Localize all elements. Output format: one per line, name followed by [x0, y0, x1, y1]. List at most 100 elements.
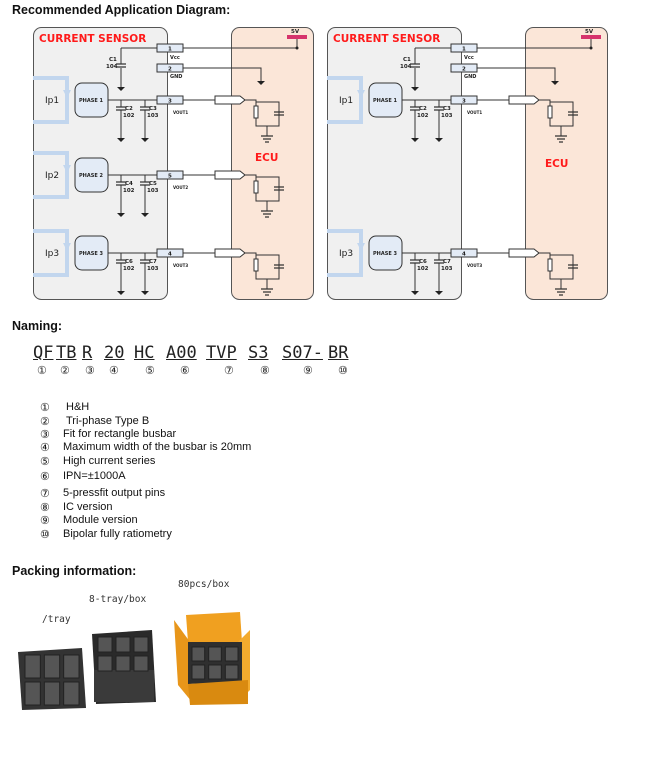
tray-cell [133, 655, 149, 672]
pin-number: 1 [168, 47, 172, 53]
ground-icon [141, 291, 149, 295]
capacitor-icon [116, 63, 126, 68]
current-path-arrow [327, 76, 363, 124]
capacitor-icon [116, 106, 126, 111]
tray-cell [24, 654, 41, 679]
earth-ground-icon [261, 135, 273, 143]
pin-number: 4 [462, 252, 466, 258]
gnd-wire [465, 67, 556, 81]
packing-heading: Packing information: [12, 564, 137, 578]
legend-number: ① [40, 402, 50, 414]
code-marker: ① [37, 365, 47, 377]
cap-label: C6 [419, 259, 427, 265]
tray-cell [115, 655, 131, 672]
tray-cell [224, 664, 239, 680]
capacitor-icon [140, 106, 150, 111]
earth-ground-icon [261, 288, 273, 296]
ground-icon [257, 81, 265, 85]
cap-value: 103 [147, 188, 159, 194]
cap-value: 102 [123, 188, 135, 194]
capacitor-icon [116, 259, 126, 264]
tray-cell [63, 681, 80, 706]
junction-dot [295, 46, 299, 50]
tray-cell [97, 636, 113, 653]
ground-icon [117, 138, 125, 142]
ground-icon [141, 213, 149, 217]
ground-icon [117, 87, 125, 91]
ip-label: Ip1 [339, 96, 353, 106]
code-marker: ⑨ [303, 365, 313, 377]
tray-cell [43, 654, 61, 679]
code-marker: ⑩ [338, 365, 348, 377]
legend-number: ② [40, 416, 50, 428]
load-resistor-icon [547, 105, 553, 119]
legend-text: H&H [66, 401, 90, 413]
ground-icon [411, 138, 419, 142]
connector-icon [508, 95, 540, 105]
gnd-wire [171, 67, 262, 81]
load-resistor-icon [253, 180, 259, 194]
connector-icon [508, 248, 540, 258]
tray-cell [133, 636, 149, 653]
junction-dot [589, 46, 593, 50]
cap-label: C5 [149, 181, 157, 187]
earth-ground-icon [555, 288, 567, 296]
cap-value: 102 [417, 113, 429, 119]
cap-value: 103 [441, 266, 453, 272]
phase-label: PHASE 2 [79, 173, 103, 179]
legend-number: ⑦ [40, 488, 50, 500]
cap-label: C4 [125, 181, 133, 187]
code-segment: QF [33, 343, 54, 363]
pin-1 [450, 43, 478, 53]
ecu-title: ECU [255, 152, 278, 164]
cap-label: C7 [149, 259, 157, 265]
pin-2 [156, 63, 184, 73]
tray-label: /tray [42, 614, 71, 625]
vout-label: VOUT2 [173, 185, 188, 190]
pin-number: 4 [168, 252, 172, 258]
c1-value: 104 [400, 64, 412, 70]
vcc-label: Vcc [170, 55, 180, 61]
pin-number: 2 [168, 67, 172, 73]
capacitor-icon [568, 111, 578, 116]
ground-icon [411, 291, 419, 295]
legend-text: High current series [63, 455, 156, 467]
legend-number: ⑩ [40, 529, 50, 541]
current-path-arrow [33, 151, 69, 199]
pin-2 [450, 63, 478, 73]
pin-number: 1 [462, 47, 466, 53]
supply-rail [581, 35, 601, 39]
current-path-arrow [327, 229, 363, 277]
code-segment: S3 [248, 343, 269, 363]
current-path-arrow [33, 229, 69, 277]
ip-label: Ip3 [339, 249, 353, 259]
pin-number: 5 [168, 174, 172, 180]
capacitor-icon [410, 259, 420, 264]
code-segment: S07- [282, 343, 323, 363]
open-box-image [174, 612, 250, 705]
ground-icon [411, 87, 419, 91]
box8-label: 8-tray/box [89, 594, 147, 605]
arrow-head-icon [357, 243, 365, 251]
tray-cell [208, 664, 222, 680]
capacitor-icon [140, 259, 150, 264]
legend-text: IC version [63, 501, 113, 513]
ecu-box [231, 27, 314, 300]
code-segment: BR [328, 343, 349, 363]
code-marker: ⑦ [224, 365, 234, 377]
legend-number: ⑤ [40, 456, 50, 468]
capacitor-icon [274, 111, 284, 116]
code-segment: HC [134, 343, 155, 363]
code-segment: R [82, 343, 93, 363]
tray-cell [208, 646, 222, 662]
ground-icon [435, 138, 443, 142]
arrow-head-icon [357, 90, 365, 98]
legend-text: Tri-phase Type B [66, 415, 150, 427]
cap-label: C3 [443, 106, 451, 112]
supply-rail [287, 35, 307, 39]
legend-number: ④ [40, 442, 50, 454]
ground-icon [435, 291, 443, 295]
ground-icon [141, 138, 149, 142]
box80-label: 80pcs/box [178, 579, 230, 590]
